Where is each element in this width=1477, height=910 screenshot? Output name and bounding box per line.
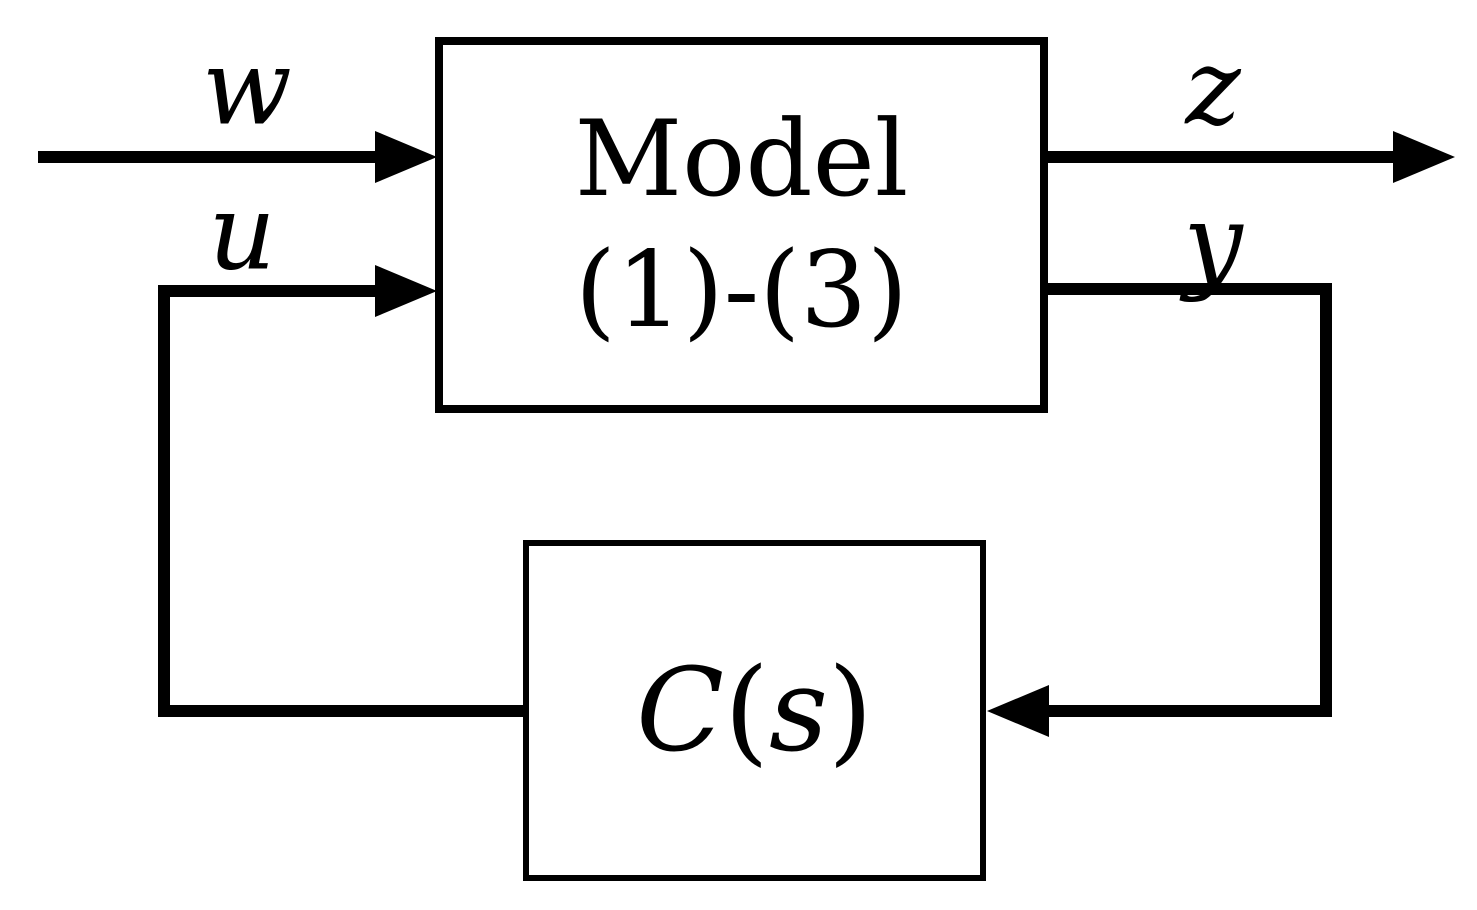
z-arrowhead-right-icon bbox=[1393, 131, 1455, 183]
feedback-line-horizontal bbox=[158, 705, 523, 717]
model-block: Model (1)-(3) bbox=[435, 37, 1048, 413]
signal-y-label: y bbox=[1183, 181, 1243, 304]
z-signal-line bbox=[1047, 151, 1393, 163]
u-signal-line bbox=[163, 285, 377, 297]
controller-block-label: C(s) bbox=[636, 644, 873, 778]
controller-arg-symbol: s bbox=[768, 643, 829, 778]
controller-block: C(s) bbox=[523, 540, 986, 881]
controller-close-paren: ) bbox=[828, 643, 873, 778]
w-signal-line bbox=[38, 151, 377, 163]
controller-func-symbol: C bbox=[636, 643, 725, 778]
y-signal-line-horizontal-bottom bbox=[1049, 705, 1332, 717]
u-arrowhead-right-icon bbox=[375, 265, 437, 317]
signal-w-label: w bbox=[202, 26, 292, 149]
y-signal-line-horizontal-top bbox=[1047, 283, 1332, 295]
y-arrowhead-left-icon bbox=[987, 685, 1049, 737]
signal-u-label: u bbox=[208, 171, 276, 294]
y-signal-line-vertical bbox=[1320, 283, 1332, 717]
model-block-label-line2: (1)-(3) bbox=[575, 229, 908, 351]
model-block-label-line1: Model bbox=[574, 97, 909, 220]
feedback-line-vertical bbox=[158, 285, 170, 717]
w-arrowhead-right-icon bbox=[375, 131, 437, 183]
controller-open-paren: ( bbox=[724, 643, 769, 778]
signal-z-label: z bbox=[1185, 26, 1241, 149]
